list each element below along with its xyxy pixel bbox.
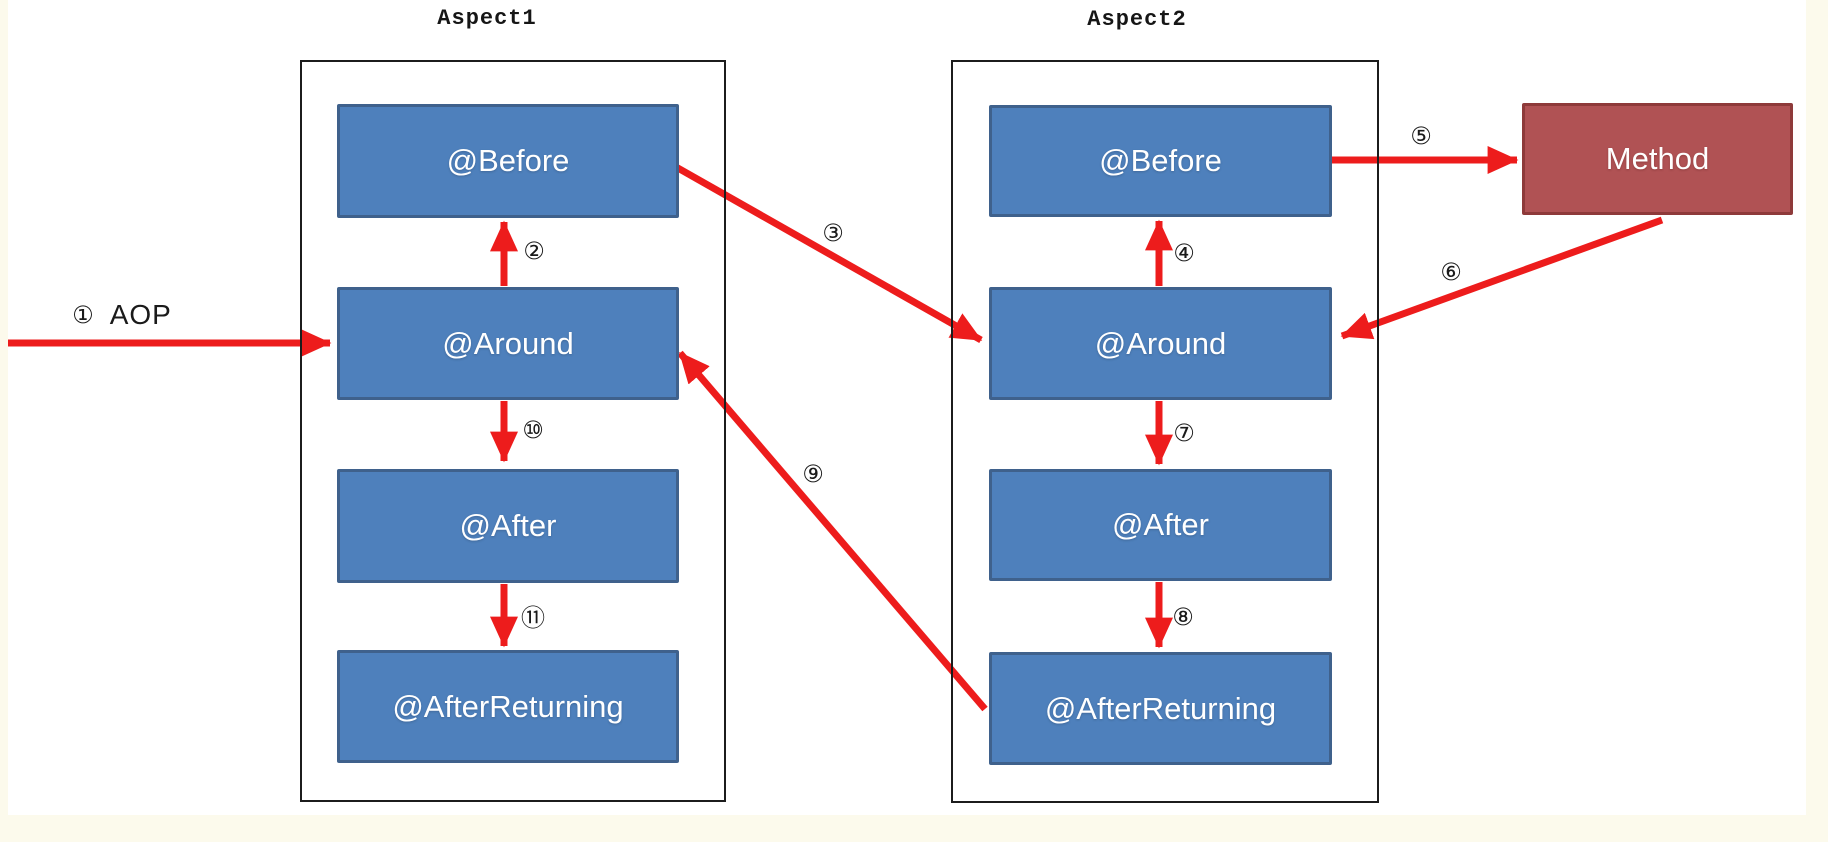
arrow-step-6-method-to-around2	[1340, 216, 1664, 340]
aspect2-around-box: @Around	[989, 287, 1332, 400]
step-8-label: ⑧	[1172, 603, 1194, 631]
aspect1-around-box: @Around	[337, 287, 679, 400]
step-11-label: ⑪	[521, 604, 545, 632]
step-9-label: ⑨	[802, 460, 824, 488]
step-6-label: ⑥	[1440, 258, 1462, 286]
aspect1-container	[300, 60, 726, 802]
step-1-text: AOP	[109, 299, 172, 330]
diagram-canvas	[8, 0, 1806, 815]
step-7-label: ⑦	[1173, 419, 1195, 447]
aspect1-after-box: @After	[337, 469, 679, 583]
aspect2-afterreturning-box: @AfterReturning	[989, 652, 1332, 765]
method-box: Method	[1522, 103, 1793, 215]
aspect2-after-box: @After	[989, 469, 1332, 581]
aspect2-before-box: @Before	[989, 105, 1332, 217]
aspect2-container	[951, 60, 1379, 803]
step-2-label: ②	[523, 237, 545, 265]
step-4-label: ④	[1173, 239, 1195, 267]
step-1-number: ①	[72, 301, 94, 329]
aspect2-title: Aspect2	[1087, 7, 1187, 32]
arrow-step-3-before1-to-around2	[667, 159, 983, 344]
aspect1-title: Aspect1	[437, 6, 537, 31]
step-1-label: ① AOP	[72, 301, 172, 329]
aspect1-afterreturning-box: @AfterReturning	[337, 650, 679, 763]
aspect1-before-box: @Before	[337, 104, 679, 218]
step-10-label: ⑩	[522, 416, 544, 444]
arrow-step-9-afterret2-to-around1	[677, 350, 988, 712]
step-3-label: ③	[822, 219, 844, 247]
step-5-label: ⑤	[1410, 122, 1432, 150]
